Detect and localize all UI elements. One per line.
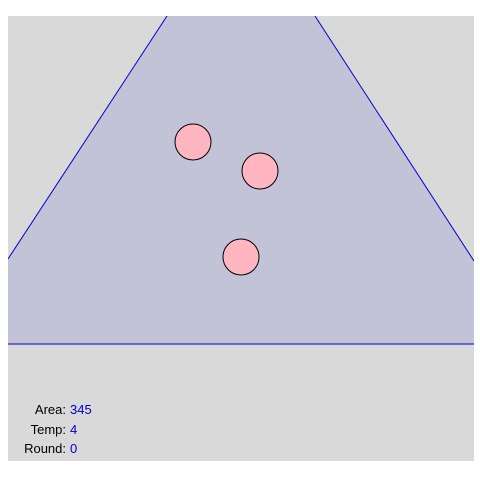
area-label: Area: bbox=[34, 402, 66, 417]
container-shape[interactable] bbox=[8, 16, 474, 344]
round-value: 0 bbox=[70, 441, 78, 456]
particles-layer bbox=[174, 123, 279, 276]
temp-value: 4 bbox=[70, 421, 78, 437]
container-right-wall[interactable] bbox=[314, 16, 474, 262]
particle-3[interactable] bbox=[222, 238, 260, 276]
simulation-panel: Area: 345 Temp: 4 Round: 0 bbox=[8, 16, 474, 461]
container-left-wall[interactable] bbox=[8, 16, 168, 260]
round-label: Round: bbox=[24, 441, 66, 456]
area-value: 345 bbox=[70, 402, 92, 417]
temp-label: Temp: bbox=[30, 421, 66, 437]
particle-2[interactable] bbox=[241, 152, 279, 190]
area-stat: Area: 345 bbox=[16, 400, 136, 420]
particle-1[interactable] bbox=[174, 123, 212, 161]
stats-panel: Area: 345 Temp: 4 Round: 0 bbox=[16, 400, 136, 459]
simulation-canvas[interactable] bbox=[8, 16, 474, 461]
round-stat: Round: 0 bbox=[16, 439, 136, 459]
temp-stat: Temp: 4 bbox=[16, 420, 136, 440]
